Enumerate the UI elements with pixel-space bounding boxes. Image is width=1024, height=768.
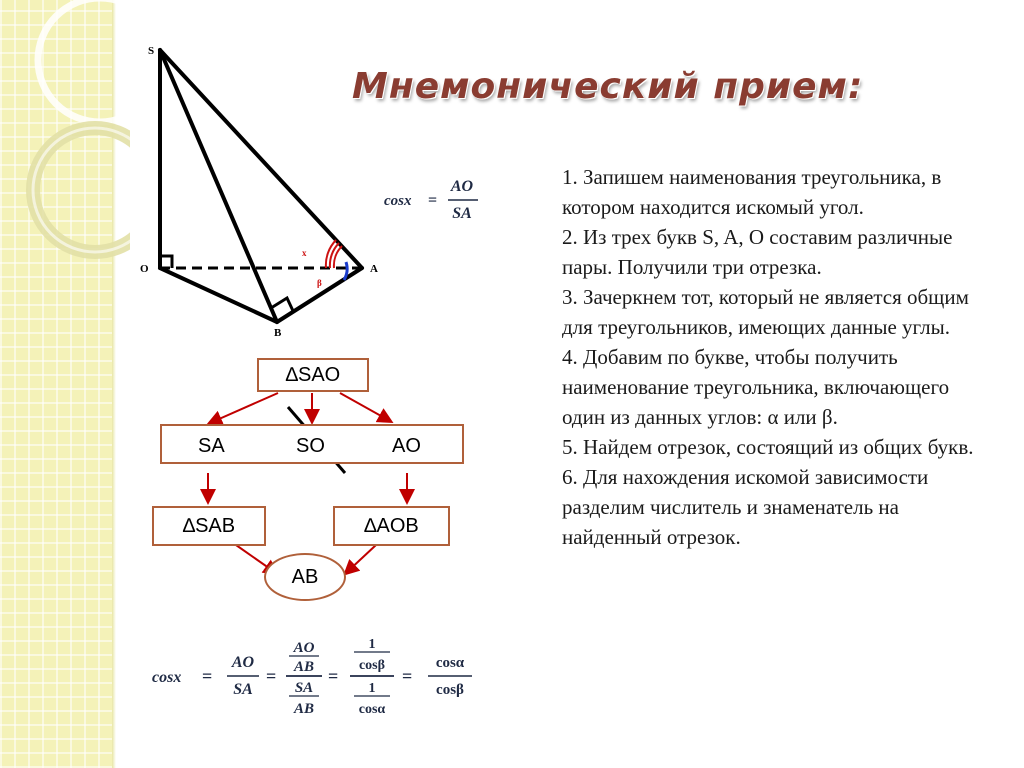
fb-f3-den-bot: cosα: [359, 702, 386, 717]
formula-top-eq: =: [428, 192, 437, 209]
band-edge: [112, 0, 116, 768]
label-s: S: [148, 45, 154, 57]
fb-f4-den: cosβ: [436, 682, 464, 698]
arrow-aob-to-ab: [343, 544, 377, 576]
angle-beta-arc: [342, 261, 349, 281]
step-1: 1. Запишем наименования треугольника, в …: [562, 165, 942, 219]
edge-sa: [158, 48, 364, 270]
deco-circle-highlight: [31, 126, 130, 254]
box-triangle-sab: ∆SAB: [152, 506, 266, 546]
segment-so-crossed: SO: [296, 435, 325, 457]
edge-sb: [158, 48, 279, 324]
step-4: 4. Добавим по букве, чтобы получить наим…: [562, 345, 950, 429]
deco-circle-thick: [26, 121, 130, 259]
fb-f4-num: cosα: [436, 655, 465, 671]
steps-list: 1. Запишем наименования треугольника, в …: [562, 162, 992, 552]
fb-eq-3: =: [328, 666, 338, 686]
box-segments: SA SO AO: [160, 424, 464, 464]
label-angle-beta: β: [317, 278, 322, 288]
right-angle-o: [160, 254, 174, 268]
step-2: 2. Из трех букв S, A, O составим различн…: [562, 225, 953, 279]
pyramid-figure: S O A B x β: [140, 45, 378, 339]
arrow-sao-to-ao: [339, 392, 394, 423]
deco-circle-large: [34, 0, 130, 126]
segment-sa: SA: [198, 435, 225, 457]
page-title: Мнемонический прием:: [352, 66, 864, 107]
arrow-sao-to-sa: [206, 392, 279, 426]
fb-f2-den-bot: AB: [293, 701, 314, 717]
label-b: B: [274, 327, 282, 339]
step-5: 5. Найдем отрезок, состоящий из общих бу…: [562, 435, 974, 459]
fb-eq-2: =: [266, 666, 276, 686]
edge-ba: [275, 266, 364, 324]
formula-top-lhs: cosx: [384, 193, 412, 209]
box-triangle-sao: ∆SAO: [257, 358, 369, 392]
fb-f1-num: AO: [231, 654, 255, 671]
label-o: O: [140, 263, 149, 275]
formula-top-num: AO: [450, 178, 474, 195]
step-3: 3. Зачеркнем тот, который не является об…: [562, 285, 969, 339]
formula-top: cosx = AO SA: [384, 178, 478, 222]
fb-eq-4: =: [402, 666, 412, 686]
fb-f2-den-top: SA: [295, 680, 313, 696]
segment-ao: AO: [392, 435, 421, 457]
fb-lhs: cosx: [152, 669, 181, 686]
edge-ob: [158, 266, 279, 324]
fb-f2-num-top: AO: [293, 640, 315, 656]
fb-f3-num-top: 1: [369, 637, 376, 652]
decorative-circles: [26, 0, 130, 259]
box-triangle-aob: ∆AOB: [333, 506, 450, 546]
formula-top-den: SA: [452, 205, 472, 222]
formula-bottom: cosx = AO SA = AO AB SA AB = 1 cosβ 1 co…: [152, 637, 472, 717]
step-6: 6. Для нахождения искомой зависимости ра…: [562, 465, 929, 549]
label-a: A: [370, 263, 378, 275]
fb-f3-den-top: 1: [369, 681, 376, 696]
angle-x-arc-3: [332, 245, 343, 269]
fb-eq-1: =: [202, 666, 212, 686]
fb-f2-num-bot: AB: [293, 659, 314, 675]
oval-common-segment: AB: [264, 553, 346, 601]
angle-x-arc-1: [324, 239, 337, 269]
label-angle-x: x: [302, 248, 307, 258]
fb-f3-num-bot: cosβ: [359, 658, 385, 673]
right-angle-b: [270, 295, 296, 314]
fb-f1-den: SA: [233, 681, 253, 698]
angle-x-arc-2: [328, 242, 340, 269]
